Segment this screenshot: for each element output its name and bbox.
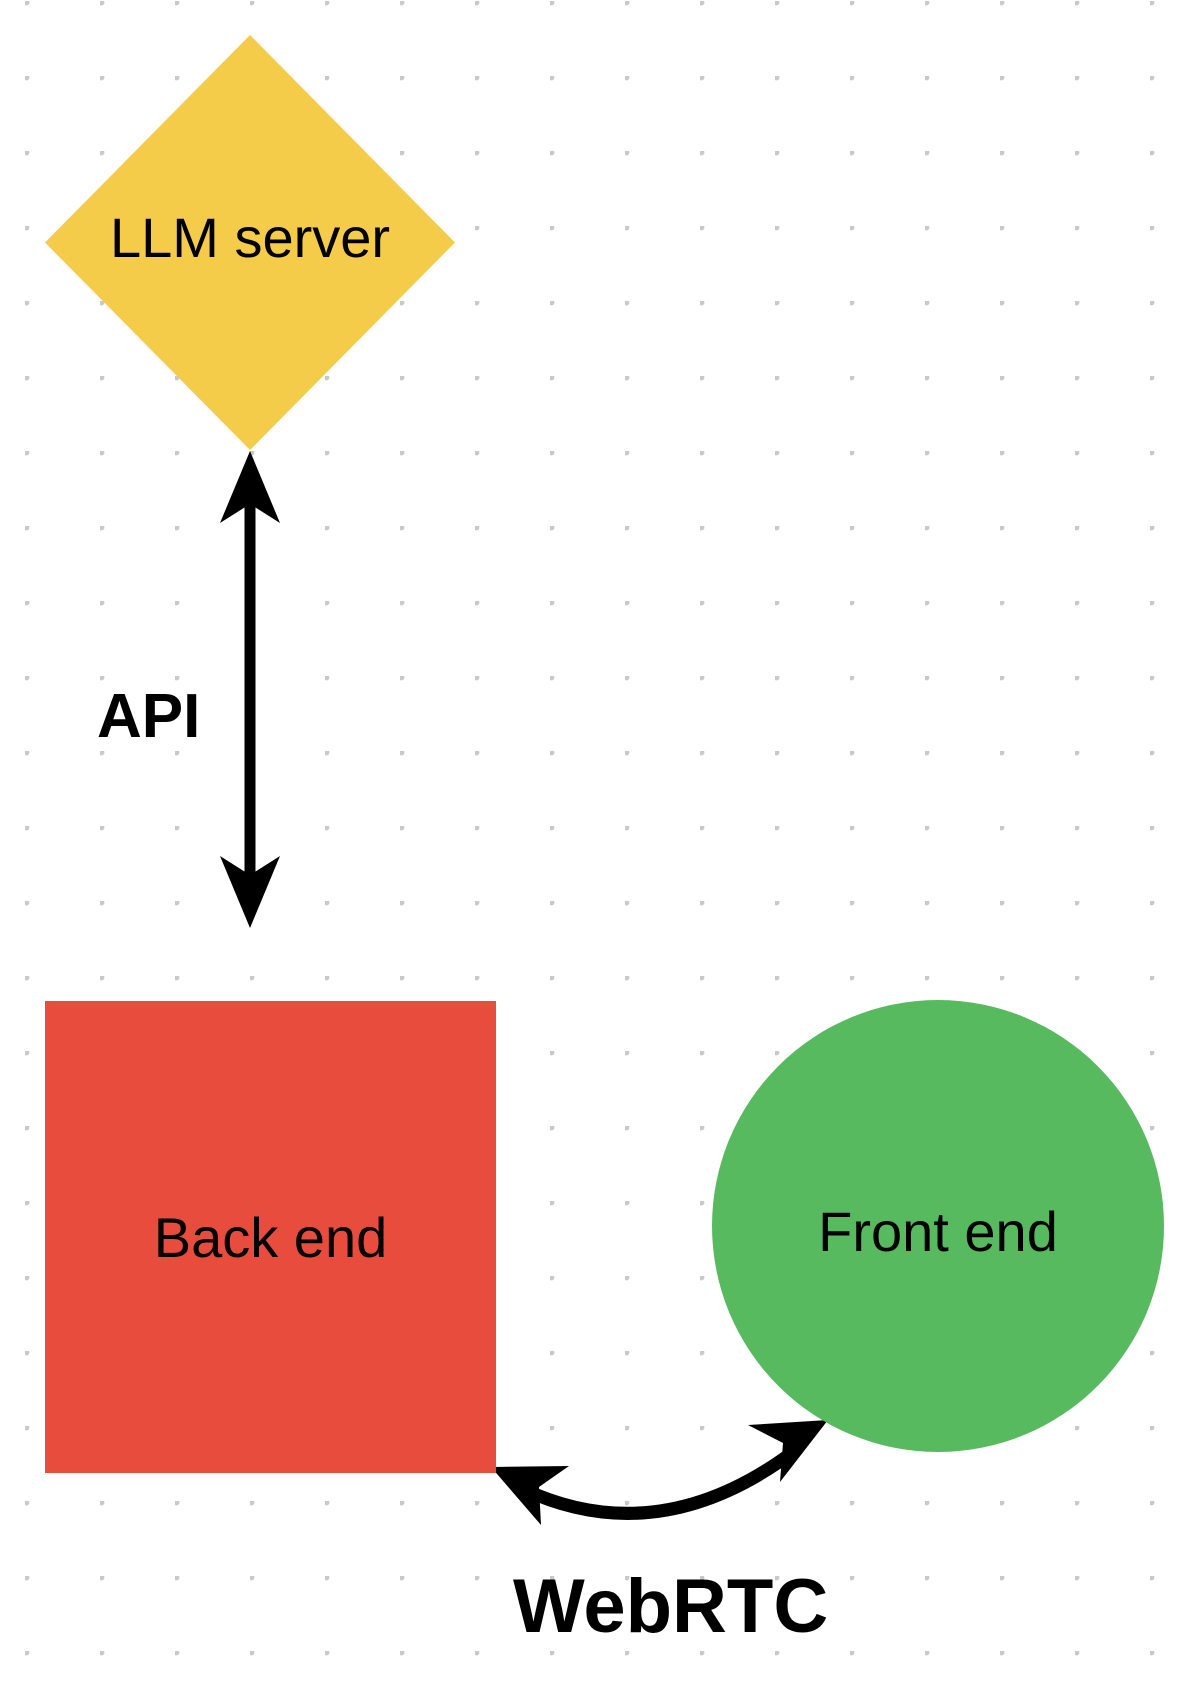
edge-api-arrow[interactable] xyxy=(220,451,280,928)
node-front-end[interactable] xyxy=(712,1000,1164,1452)
edge-webrtc-arrow[interactable] xyxy=(491,1420,828,1525)
edge-webrtc-arrowhead-right xyxy=(748,1420,828,1482)
diamond-shape xyxy=(45,35,455,450)
edge-api-arrowhead-down xyxy=(220,856,280,928)
edge-api-arrowhead-up xyxy=(220,451,280,523)
node-back-end[interactable] xyxy=(45,1001,496,1473)
node-llm-server[interactable] xyxy=(45,35,455,450)
edge-webrtc-arrowhead-left xyxy=(491,1466,569,1525)
edge-webrtc-curve xyxy=(520,1443,801,1520)
